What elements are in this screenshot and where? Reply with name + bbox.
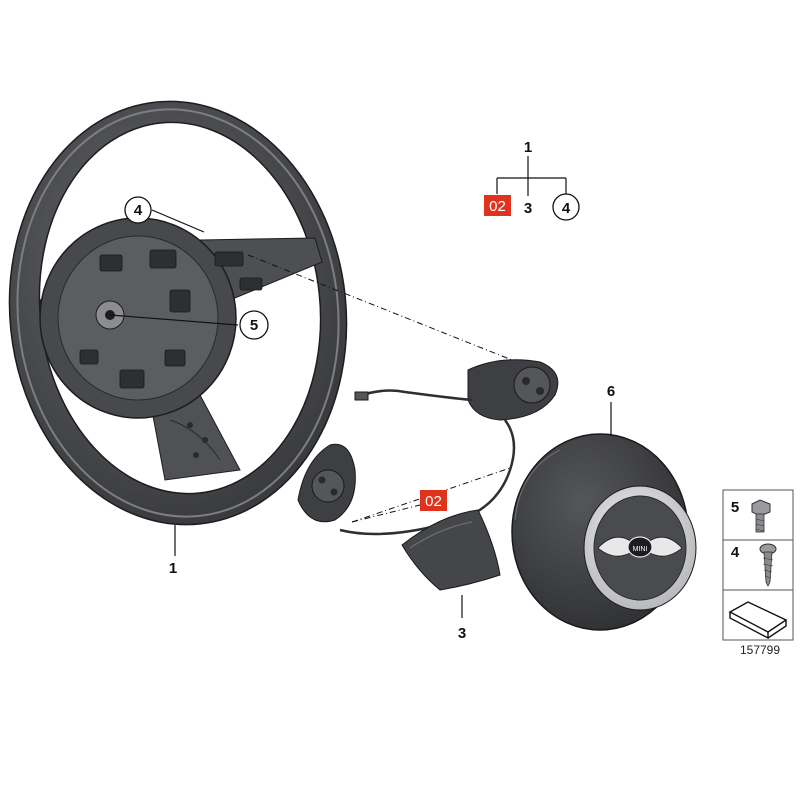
callout-5-text: 5 [250, 317, 258, 334]
fastener-legend: 5 4 [722, 489, 794, 641]
view-angle-icon [728, 601, 788, 640]
hierarchy-parent-label: 1 [524, 139, 532, 156]
bolt-icon [751, 499, 771, 533]
switch-tag-02: 02 [420, 490, 447, 511]
label-steering-wheel: 1 [169, 560, 177, 577]
steering-wheel-illustration [8, 100, 348, 526]
mini-logo: MINI [597, 536, 683, 558]
legend-label-5: 5 [731, 499, 739, 516]
callout-5: 5 [239, 310, 269, 340]
hierarchy-tag-text: 02 [489, 198, 506, 215]
legend-label-4: 4 [731, 544, 740, 561]
screw-icon [759, 543, 777, 587]
multifunction-switch-right [467, 359, 559, 421]
catalog-number: 157799 [740, 643, 780, 657]
label-airbag: 6 [607, 383, 615, 400]
logo-text: MINI [633, 546, 648, 553]
hierarchy-child-4: 4 [552, 193, 580, 221]
airbag-module-illustration: MINI [511, 433, 697, 631]
multifunction-switch-left [297, 443, 356, 523]
leader-lines [109, 156, 612, 618]
hierarchy-tag-02: 02 [484, 195, 511, 216]
label-trim-cover: 3 [458, 625, 466, 642]
callout-4-text: 4 [134, 202, 143, 219]
hierarchy-child-4-text: 4 [562, 200, 571, 217]
trim-cover-illustration [401, 509, 501, 591]
switch-tag-text: 02 [425, 493, 442, 510]
hierarchy-child-3: 3 [524, 200, 532, 217]
callout-4: 4 [124, 196, 152, 224]
